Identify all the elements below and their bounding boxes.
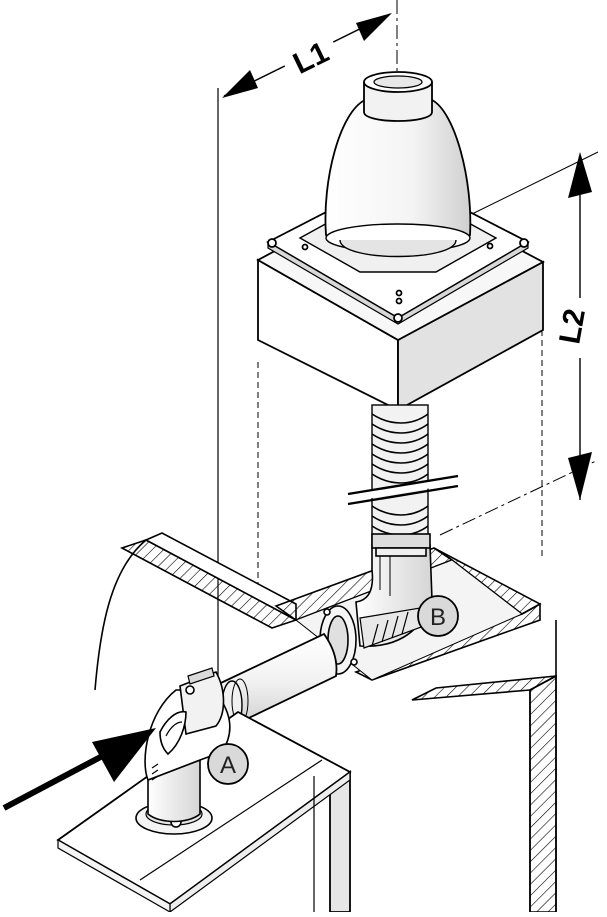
dimension-l2: L2	[553, 152, 604, 500]
arrowhead-top	[568, 152, 592, 198]
terminal-cone	[324, 71, 472, 258]
callout-a-label: A	[220, 752, 236, 779]
label-l2: L2	[553, 306, 592, 346]
elbow-a	[135, 667, 231, 835]
reference-lines	[217, 0, 599, 712]
arrowhead-left	[222, 70, 258, 98]
arrowhead-bottom	[568, 452, 592, 500]
callout-b-label: B	[430, 604, 446, 631]
callout-b: B	[417, 595, 459, 637]
flexible-pipe	[347, 404, 459, 546]
callout-a: A	[207, 743, 249, 785]
elbow-b	[319, 533, 433, 675]
arrowhead-right	[356, 13, 392, 41]
direction-arrow	[2, 728, 156, 811]
